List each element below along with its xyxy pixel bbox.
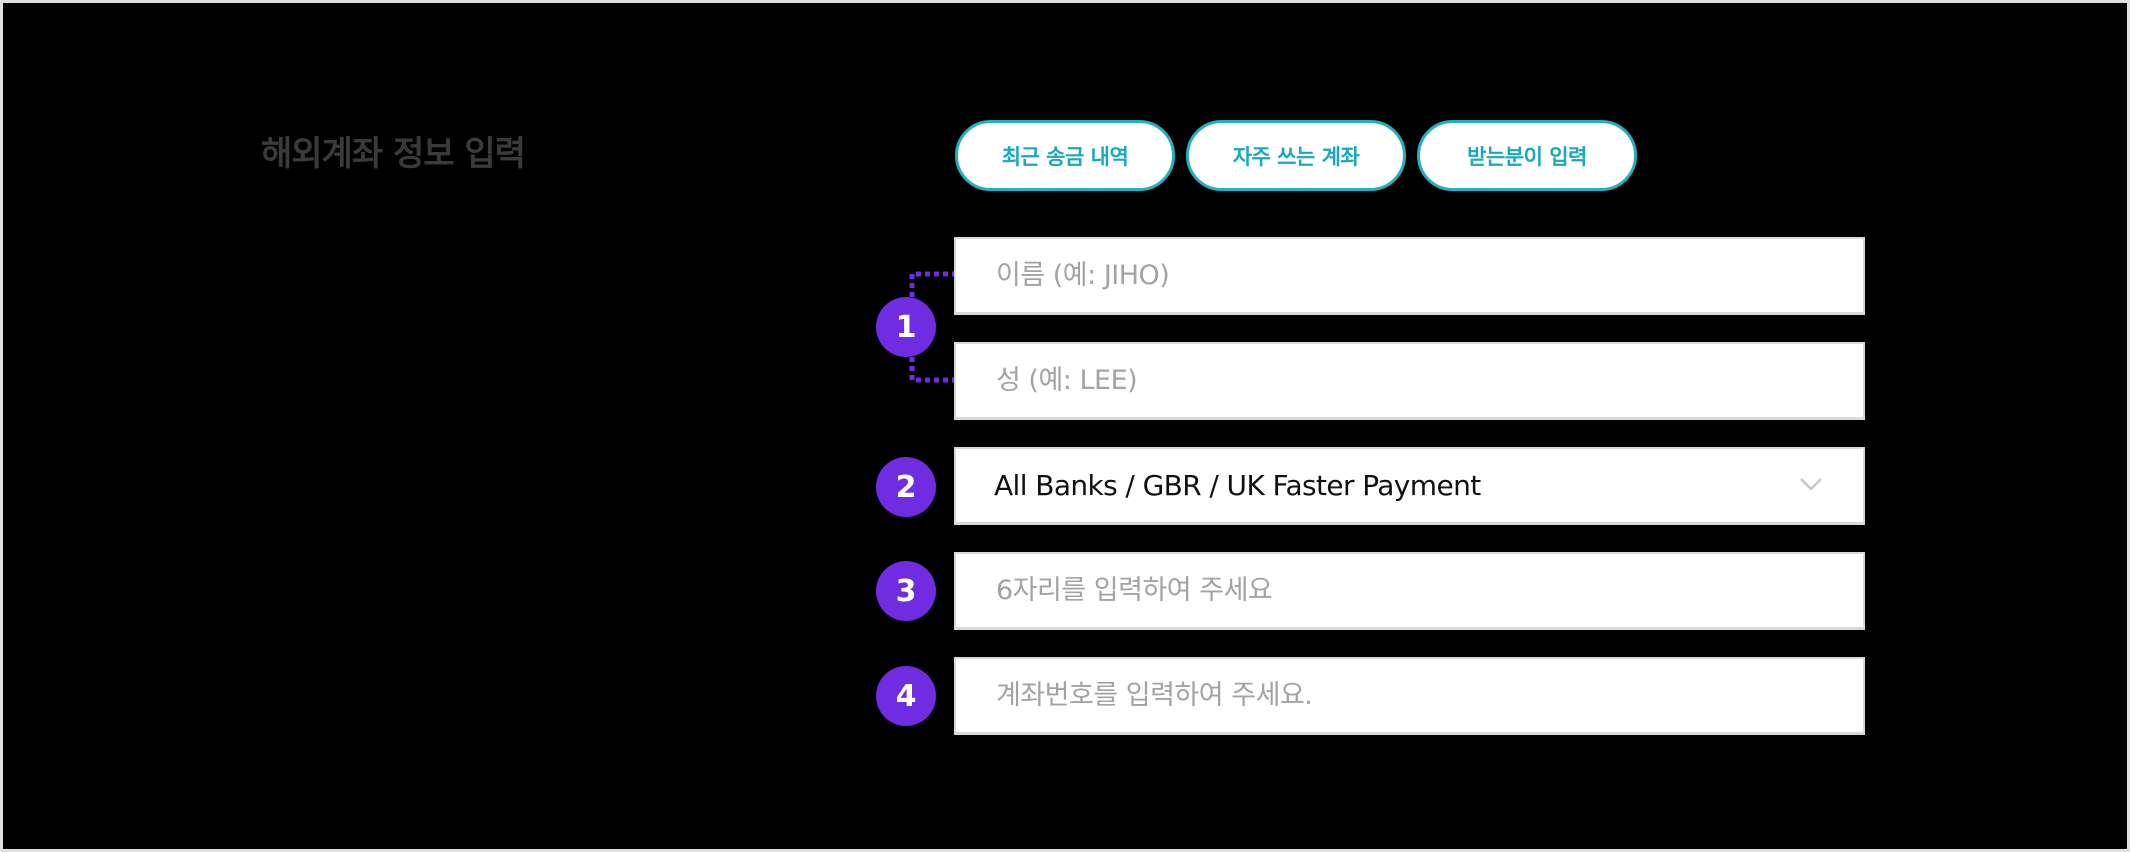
sort-code-input[interactable] xyxy=(956,554,1863,627)
last-name-field xyxy=(954,342,1865,420)
last-name-input[interactable] xyxy=(956,344,1863,417)
step-2-badge: 2 xyxy=(876,457,936,517)
step-1-badge: 1 xyxy=(876,297,936,357)
recent-transfers-button[interactable]: 최근 송금 내역 xyxy=(955,120,1175,191)
frequent-accounts-button[interactable]: 자주 쓰는 계좌 xyxy=(1186,120,1406,191)
step-4-badge: 4 xyxy=(876,666,936,726)
account-number-field xyxy=(954,657,1865,735)
quick-action-group: 최근 송금 내역 자주 쓰는 계좌 받는분이 입력 xyxy=(955,120,1637,191)
account-number-input[interactable] xyxy=(956,659,1863,732)
step-1-connector xyxy=(909,271,954,383)
first-name-input[interactable] xyxy=(956,239,1863,312)
sort-code-field xyxy=(954,552,1865,630)
first-name-field xyxy=(954,237,1865,315)
step-3-badge: 3 xyxy=(876,561,936,621)
chevron-down-icon xyxy=(1800,477,1822,491)
bank-select-value: All Banks / GBR / UK Faster Payment xyxy=(994,469,1481,502)
bank-select[interactable]: All Banks / GBR / UK Faster Payment xyxy=(954,447,1865,525)
page-title: 해외계좌 정보 입력 xyxy=(261,134,526,174)
recipient-input-button[interactable]: 받는분이 입력 xyxy=(1417,120,1637,191)
